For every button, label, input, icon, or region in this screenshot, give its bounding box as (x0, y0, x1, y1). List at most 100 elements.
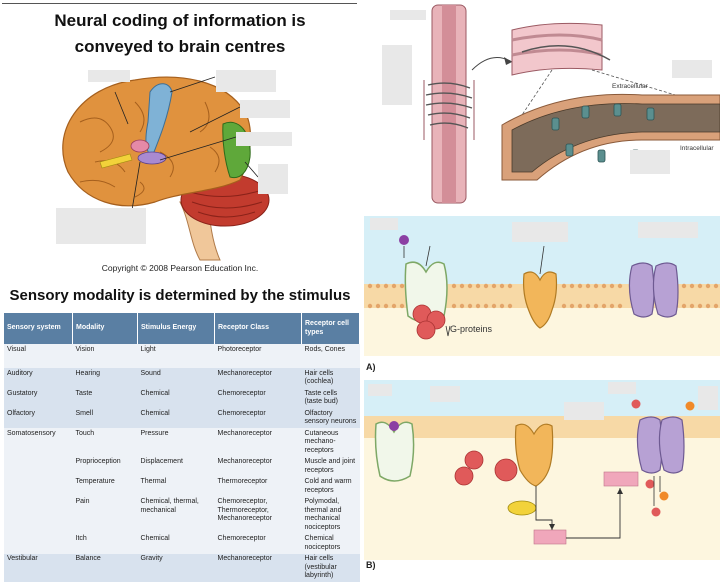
table-cell: Light (138, 344, 215, 368)
blank-label-box (390, 10, 426, 20)
intracellular-label: Intracellular (680, 145, 714, 152)
table-row: Temperature Thermal Thermoreceptor Cold … (4, 477, 360, 497)
ion-channel (582, 106, 589, 118)
table-row: Somatosensory Touch Pressure Mechanorece… (4, 428, 360, 457)
extracellular-label: Extracellular (612, 83, 649, 90)
blank-label-box (236, 132, 292, 146)
blank-label-box (430, 386, 460, 402)
g-proteins-label: G-proteins (450, 324, 493, 334)
table-cell (4, 457, 73, 477)
table-cell: Chemical, thermal, mechanical (138, 497, 215, 534)
gustatory-region (131, 140, 149, 152)
table-cell: Itch (73, 534, 138, 554)
column-header: Sensory system (4, 313, 73, 344)
table-cell: Chemical (138, 534, 215, 554)
table-cell: Chemoreceptor (215, 388, 302, 408)
ligand (399, 235, 409, 245)
blank-label-box (512, 222, 568, 242)
table-cell: Muscle and joint receptors (302, 457, 360, 477)
table-cell: Somatosensory (4, 428, 73, 457)
table-cell: Pain (73, 497, 138, 534)
table-cell: Temperature (73, 477, 138, 497)
table-cell: Hair cells (cochlea) (302, 368, 360, 388)
table-cell: Mechanoreceptor (215, 457, 302, 477)
ion-channel (647, 108, 654, 120)
blank-label-box (368, 384, 392, 396)
table-cell: Chemoreceptor, Thermoreceptor, Mechanore… (215, 497, 302, 534)
ion-channel (552, 118, 559, 130)
table-cell: Chemoreceptor (215, 534, 302, 554)
table-row: Vestibular Balance Gravity Mechanorecept… (4, 554, 360, 582)
table-cell: Polymodal, thermal and mechanical nocice… (302, 497, 360, 534)
table-cell: Photoreceptor (215, 344, 302, 368)
table-cell: Taste (73, 388, 138, 408)
blank-label-box (56, 208, 146, 244)
table-cell: Balance (73, 554, 138, 582)
table-cell: Mechanoreceptor (215, 428, 302, 457)
panel-b-label: B) (366, 560, 376, 570)
blank-label-box (638, 222, 698, 238)
ion-channel (614, 104, 621, 116)
blank-label-box (240, 100, 290, 118)
table-cell: Mechanoreceptor (215, 554, 302, 582)
table-cell: Visual (4, 344, 73, 368)
brain-illustration (40, 62, 330, 262)
blank-label-box (630, 150, 670, 174)
table-row: Auditory Hearing Sound Mechanoreceptor H… (4, 368, 360, 388)
nerve-membrane-diagram: Extracellular Intracellular (362, 0, 720, 210)
slide-title: Neural coding of information is conveyed… (0, 8, 360, 60)
table-cell: Rods, Cones (302, 344, 360, 368)
table-cell: Auditory (4, 368, 73, 388)
table-cell: Vision (73, 344, 138, 368)
table-title: Sensory modality is determined by the st… (0, 287, 360, 304)
ion (660, 492, 669, 501)
table-cell: Sound (138, 368, 215, 388)
effector-box (534, 530, 566, 544)
gpcr-receptor (376, 422, 414, 481)
table-cell: Olfactory (4, 408, 73, 428)
table-cell: Thermal (138, 477, 215, 497)
sensory-modality-table: Sensory system Modality Stimulus Energy … (4, 313, 360, 582)
table-cell: Chemoreceptor (215, 408, 302, 428)
table-cell (4, 477, 73, 497)
extracellular-space (364, 380, 720, 420)
blank-label-box (258, 164, 288, 194)
blank-label-box (608, 382, 636, 394)
effector-box (604, 472, 638, 486)
table-cell: Smell (73, 408, 138, 428)
table-row: Olfactory Smell Chemical Chemoreceptor O… (4, 408, 360, 428)
table-cell (4, 497, 73, 534)
table-row: Pain Chemical, thermal, mechanical Chemo… (4, 497, 360, 534)
ion (652, 508, 661, 517)
table-row: Itch Chemical Chemoreceptor Chemical noc… (4, 534, 360, 554)
g-protein-subunit (465, 451, 483, 469)
table-cell: Thermoreceptor (215, 477, 302, 497)
blank-label-box (672, 60, 712, 78)
table-cell: Taste cells (taste bud) (302, 388, 360, 408)
ion-channel (598, 150, 605, 162)
copyright-text: Copyright © 2008 Pearson Education Inc. (0, 263, 360, 273)
receptor-panel-a: G-proteins A) (364, 216, 720, 376)
g-protein-subunit (417, 321, 435, 339)
slide-title-line-2: conveyed to brain centres (0, 34, 360, 60)
table-cell: Hearing (73, 368, 138, 388)
blank-label-box (564, 402, 604, 420)
blank-label-box (698, 386, 718, 410)
ion-channel-receptor (637, 417, 662, 473)
title-divider (2, 3, 357, 4)
table-cell: Touch (73, 428, 138, 457)
ion (632, 400, 641, 409)
table-cell: Chemical (138, 388, 215, 408)
blank-label-box (370, 218, 398, 230)
table-header-row: Sensory system Modality Stimulus Energy … (4, 313, 360, 344)
g-protein-alpha (495, 459, 517, 481)
table-cell: Cold and warm receptors (302, 477, 360, 497)
second-messenger (508, 501, 536, 515)
g-protein-subunit (455, 467, 473, 485)
ion-channel-receptor (629, 263, 654, 317)
receptor-panel-b: B) (364, 380, 720, 574)
column-header: Receptor Class (215, 313, 302, 344)
ion (646, 480, 655, 489)
table-row: Gustatory Taste Chemical Chemoreceptor T… (4, 388, 360, 408)
table-cell: Gustatory (4, 388, 73, 408)
